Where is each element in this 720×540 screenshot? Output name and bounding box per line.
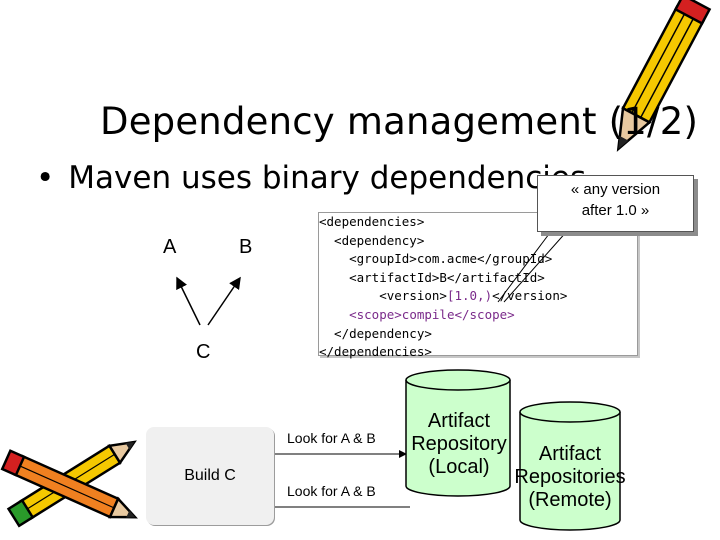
code-line: <dependencies> — [319, 214, 425, 229]
local-line-2: Repository — [411, 433, 507, 455]
look-for-remote-label: Look for A & B — [287, 483, 376, 499]
callout-line-2: after 1.0 » — [581, 202, 650, 219]
code-line: <groupId>com.acme</groupId> — [319, 251, 553, 267]
code-line: </dependencies> — [319, 344, 432, 360]
build-c-box: Build C — [146, 427, 274, 525]
local-repository-cylinder — [405, 369, 511, 497]
version-range: [1.0,) — [446, 288, 493, 304]
remote-line-2: Repositories — [514, 466, 626, 488]
version-callout: « any version after 1.0 » — [537, 175, 694, 232]
remote-repositories-cylinder — [519, 401, 621, 531]
local-line-3: (Local) — [428, 456, 490, 478]
node-b: B — [239, 236, 253, 258]
look-for-local-label: Look for A & B — [287, 430, 376, 446]
callout-pointer — [497, 229, 569, 303]
callout-line-1: « any version — [570, 181, 661, 198]
scope-line: <scope>compile</scope> — [349, 306, 515, 322]
remote-repositories-label: Artifact Repositories (Remote) — [508, 443, 632, 512]
code-line: <dependency> — [319, 232, 425, 248]
bullet-text: Maven uses binary dependencies — [68, 160, 587, 196]
local-repository-label: Artifact Repository (Local) — [400, 410, 518, 479]
code-line: </dependency> — [319, 325, 432, 341]
build-c-label: Build C — [184, 467, 236, 484]
pom-code-box: <dependencies> <dependency> <groupId>com… — [318, 212, 638, 359]
bullet-point: • Maven uses binary dependencies — [36, 160, 586, 196]
version-open-tag: <version> — [349, 288, 447, 304]
pencil-clipart-top-icon — [616, 0, 712, 152]
pencils-clipart-bottom-icon — [0, 440, 138, 528]
remote-line-1: Artifact — [538, 443, 602, 465]
remote-line-3: (Remote) — [528, 489, 612, 511]
bullet-dot: • — [36, 160, 55, 196]
node-a: A — [163, 236, 177, 258]
code-line-scope: <scope>compile</scope> — [319, 306, 637, 325]
node-c: C — [196, 341, 211, 363]
local-line-1: Artifact — [427, 410, 491, 432]
page-title: Dependency management (1/2) — [100, 100, 699, 143]
dependency-graph-arrows — [176, 276, 241, 326]
code-line-version: <version>[1.0,)</version> — [319, 287, 637, 306]
build-arrows — [275, 450, 410, 508]
code-line: <artifactId>B</artifactId> — [319, 269, 545, 285]
version-close-tag: </version> — [492, 288, 568, 304]
